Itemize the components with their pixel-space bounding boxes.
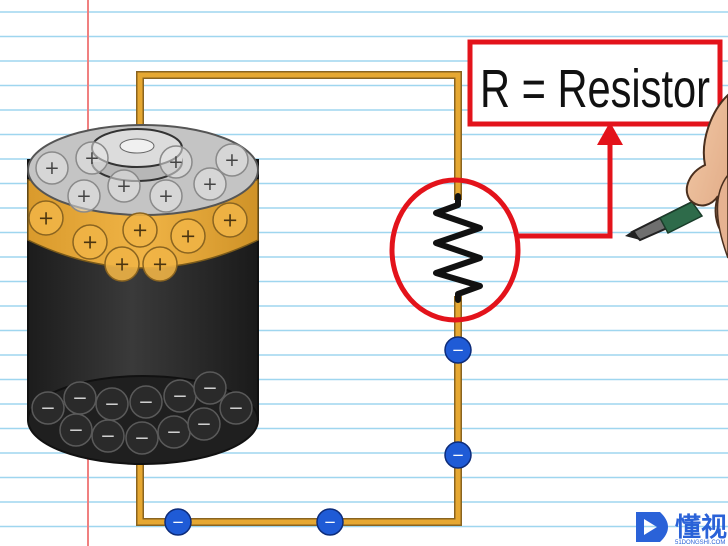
negative-charge: − [91,419,125,453]
watermark-logo-icon [636,512,668,542]
negative-charge: − [219,391,253,425]
charge-symbol: − [40,398,55,419]
charge-symbol: + [114,252,130,275]
positive-charges: +++++++++++++++ [28,141,249,282]
resistor-highlight-ellipse [389,177,521,323]
electrons: −−−− [164,336,472,536]
wire-bottom [137,296,461,525]
annotation-arrow-head [597,122,623,145]
charge-symbol: − [452,341,465,359]
positive-charge: + [215,143,249,177]
negative-charges: −−−−−−−−−−−− [31,371,253,455]
positive-charge: + [104,246,140,282]
resistor-label: R = Resistor [480,59,710,119]
electron: − [164,508,192,536]
charge-symbol: − [68,420,83,441]
positive-charge: + [72,224,108,260]
positive-charge: + [28,200,64,236]
positive-charge: + [67,179,101,213]
resistor [433,193,483,303]
watermark-text: 懂视 [675,513,727,543]
charge-symbol: − [172,386,187,407]
charge-symbol: − [228,398,243,419]
charge-symbol: + [76,186,91,207]
electron: − [444,441,472,469]
positive-charge: + [35,151,69,185]
wire-top [137,72,461,200]
charge-symbol: − [166,422,181,443]
resistor-annotation: R = Resistor [389,39,723,323]
charge-symbol: + [116,176,131,197]
charge-symbol: − [104,394,119,415]
pen-grip [658,201,704,234]
electron: − [444,336,472,364]
negative-charge: − [187,407,221,441]
charge-symbol: − [134,428,149,449]
positive-charge: + [142,246,178,282]
annotation-arrow-line [518,142,613,239]
negative-charge: − [95,387,129,421]
negative-charge: − [157,415,191,449]
negative-charge: − [59,413,93,447]
charge-symbol: + [84,148,99,169]
positive-charge: + [170,218,206,254]
charge-symbol: − [324,513,337,531]
charge-symbol: − [100,426,115,447]
charge-symbol: − [172,513,185,531]
positive-charge: + [149,179,183,213]
charge-symbol: + [222,208,238,231]
charge-symbol: − [202,378,217,399]
negative-charge: − [163,379,197,413]
charge-symbol: + [202,174,217,195]
circuit-wires [136,71,462,526]
positive-charge: + [122,212,158,248]
charge-symbol: + [180,224,196,247]
charge-symbol: + [132,218,148,241]
negative-charge: − [125,421,159,455]
label-box [467,39,723,127]
negative-charge: − [193,371,227,405]
hand-with-pen [625,93,728,259]
battery-terminal-center [119,138,155,154]
charge-symbol: + [44,158,59,179]
charge-symbol: + [224,150,239,171]
charge-symbol: − [138,392,153,413]
charge-symbol: − [196,414,211,435]
positive-charge: + [75,141,109,175]
charge-symbol: + [38,206,54,229]
positive-charge: + [212,202,248,238]
resistor-zigzag [433,193,483,303]
negative-charge: − [129,385,163,419]
charge-symbol: + [82,230,98,253]
battery: +++++++++++++++ −−−−−−−−−−−− [27,124,259,465]
negative-charge: − [63,381,97,415]
watermark: 懂视 51DONGSHI.COM [636,512,727,546]
watermark-url: 51DONGSHI.COM [675,540,725,546]
positive-charge: + [193,167,227,201]
positive-charge: + [159,145,193,179]
charge-symbol: + [158,186,173,207]
hand-palm [716,173,728,259]
electron: − [316,508,344,536]
charge-symbol: + [168,152,183,173]
charge-symbol: − [452,446,465,464]
charge-symbol: + [152,252,168,275]
charge-symbol: − [72,388,87,409]
positive-charge: + [107,169,141,203]
pen-tip-icon [625,230,640,240]
negative-charge: − [31,391,65,425]
